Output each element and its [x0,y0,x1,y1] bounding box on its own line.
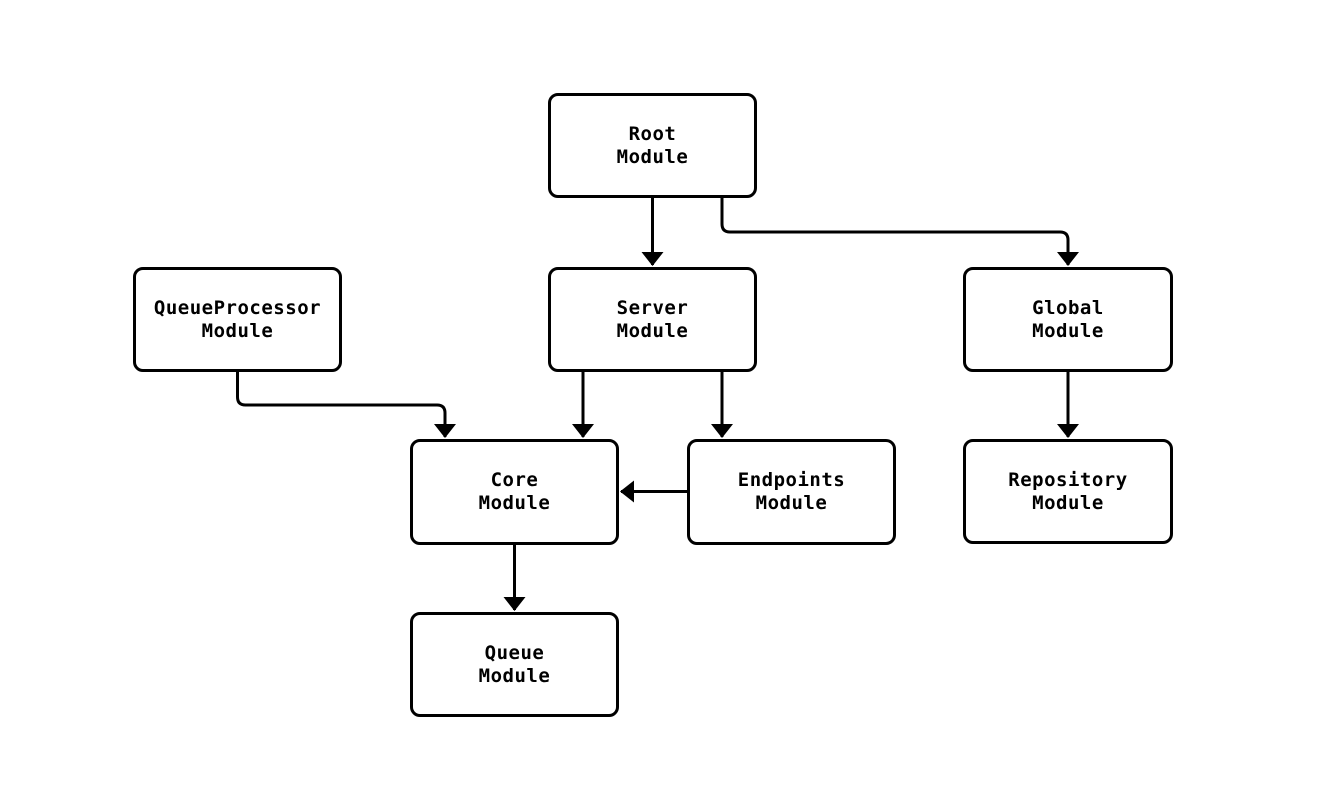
node-label: Module [1032,319,1104,342]
node-label: Module [616,319,689,342]
node-label: Server [616,296,689,319]
node-label: Core [490,469,539,491]
node-label: Module [1032,491,1104,514]
node-label: Endpoints [737,469,846,491]
node-server-module: Server Module [548,267,757,372]
node-label: Module [478,492,551,514]
node-repository-module: Repository Module [963,439,1173,544]
node-label: QueueProcessor [153,296,322,319]
node-label: Module [201,319,274,342]
node-label: Global [1032,296,1104,319]
edge-root-to-global [720,198,1079,266]
node-label: Root [628,122,677,145]
node-queueprocessor-module: QueueProcessor Module [133,267,342,372]
node-core-module: Core Module [410,439,619,545]
node-label: Repository [1008,468,1128,491]
edge-queueprocessor-to-core [236,372,456,438]
node-global-module: Global Module [963,267,1173,372]
node-root-module: Root Module [548,93,757,198]
node-label: Module [478,664,551,687]
node-label: Module [616,145,689,168]
node-label: Module [755,492,828,514]
node-queue-module: Queue Module [410,612,619,717]
node-endpoints-module: Endpoints Module [687,439,896,545]
node-label: Queue [484,641,545,664]
